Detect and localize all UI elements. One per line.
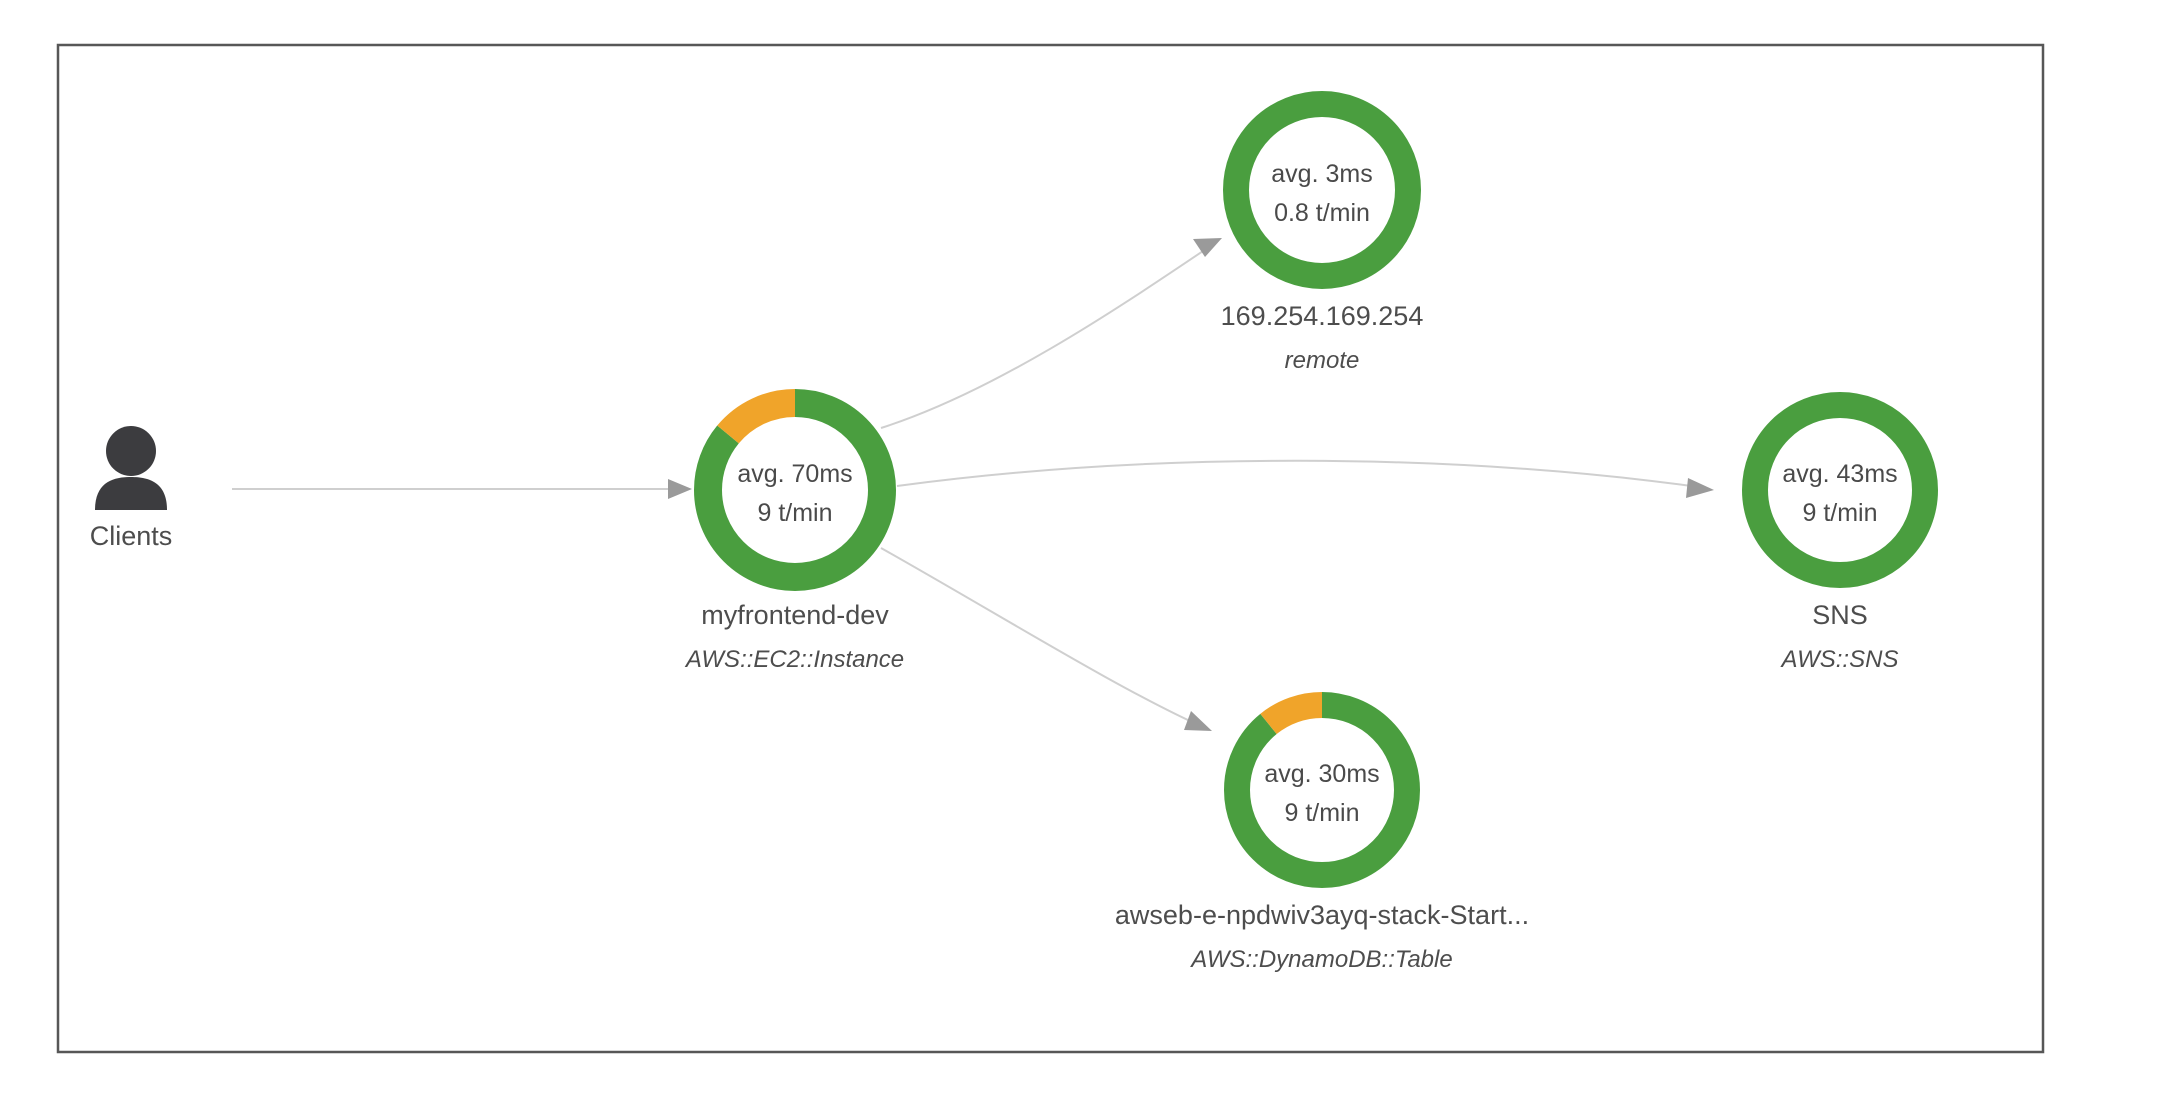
node-type-label: AWS::DynamoDB::Table [1189, 946, 1452, 973]
node-throughput: 0.8 t/min [1274, 199, 1370, 227]
edge-line [880, 547, 1204, 728]
health-ring-fault [1224, 692, 1420, 888]
node-name-label: 169.254.169.254 [1221, 301, 1424, 331]
node-face [1223, 91, 1421, 289]
node-name-label: SNS [1812, 600, 1868, 630]
node-name-label: awseb-e-npdwiv3ayq-stack-Start... [1115, 900, 1529, 930]
node-face [1742, 392, 1938, 588]
clients-node[interactable]: Clients [90, 426, 173, 551]
node-latency: avg. 30ms [1264, 760, 1379, 788]
edge-clients-to-frontend[interactable] [232, 479, 692, 499]
arrowhead-icon [668, 479, 692, 499]
node-type-label: AWS::SNS [1780, 646, 1899, 673]
node-169-254-169-254[interactable]: avg. 3ms 0.8 t/min 169.254.169.254 remot… [1221, 91, 1424, 374]
arrowhead-icon [1686, 478, 1714, 498]
node-throughput: 9 t/min [1802, 499, 1877, 527]
node-name-label: myfrontend-dev [701, 600, 889, 630]
edge-frontend-to-metadata[interactable] [880, 238, 1222, 429]
node-myfrontend-dev[interactable]: avg. 70ms 9 t/min myfrontend-dev AWS::EC… [684, 389, 904, 673]
node-latency: avg. 3ms [1271, 160, 1372, 188]
node-throughput: 9 t/min [757, 499, 832, 527]
node-throughput: 9 t/min [1284, 799, 1359, 827]
node-type-label: remote [1285, 347, 1360, 374]
node-latency: avg. 43ms [1782, 460, 1897, 488]
edge-line [896, 459, 1707, 489]
node-sns[interactable]: avg. 43ms 9 t/min SNS AWS::SNS [1742, 392, 1938, 673]
edge-line [880, 242, 1216, 429]
user-icon-body [95, 477, 167, 510]
node-type-label: AWS::EC2::Instance [684, 646, 904, 673]
node-latency: avg. 70ms [737, 460, 852, 488]
node-dynamodb-table[interactable]: avg. 30ms 9 t/min awseb-e-npdwiv3ayq-sta… [1115, 692, 1529, 973]
health-ring-fault [694, 389, 896, 591]
edge-frontend-to-dynamodb[interactable] [880, 547, 1212, 731]
health-ring-ok [1223, 91, 1421, 289]
user-icon-head [106, 426, 156, 476]
node-face [694, 389, 896, 591]
node-face [1224, 692, 1420, 888]
arrowhead-icon [1184, 711, 1212, 731]
arrowhead-icon [1193, 238, 1222, 257]
clients-label: Clients [90, 521, 173, 551]
map-frame [56, 43, 2045, 1054]
edge-frontend-to-sns[interactable] [896, 459, 1714, 498]
health-ring-ok [1742, 392, 1938, 588]
